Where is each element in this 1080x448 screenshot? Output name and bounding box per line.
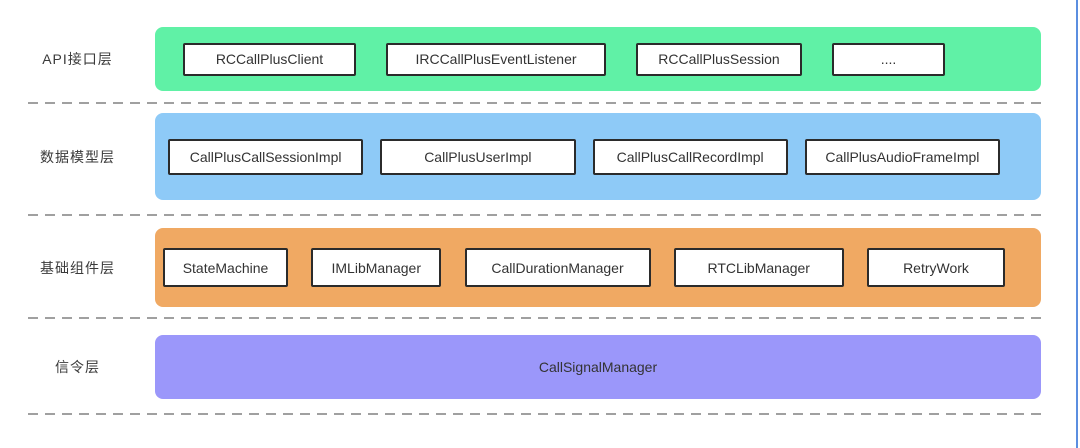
layer-divider	[28, 102, 1042, 104]
layer-row-data-model: 数据模型层 CallPlusCallSessionImpl CallPlusUs…	[0, 113, 1080, 200]
layer-divider	[28, 317, 1042, 319]
component-box-irccallpluseventlistener: IRCCallPlusEventListener	[386, 42, 606, 76]
component-box-callpluscallrecordimpl: CallPlusCallRecordImpl	[592, 138, 788, 175]
layer-label-signaling: 信令层	[55, 359, 100, 375]
layer-row-api: API接口层 RCCallPlusClient IRCCallPlusEvent…	[0, 27, 1080, 91]
component-box-callplusaudioframeimpl: CallPlusAudioFrameImpl	[804, 138, 1000, 175]
layer-label-api: API接口层	[42, 51, 113, 67]
component-box-callpluscallsessionimpl: CallPlusCallSessionImpl	[168, 138, 364, 175]
component-box-rtclibmanager: RTCLibManager	[673, 248, 844, 287]
component-box-rccallplussession: RCCallPlusSession	[636, 42, 802, 76]
component-box-calldurationmanager: CallDurationManager	[464, 248, 651, 287]
layer-band-signaling: CallSignalManager	[155, 335, 1041, 399]
layer-label-data-model: 数据模型层	[40, 148, 115, 165]
component-box-statemachine: StateMachine	[163, 248, 288, 287]
component-box-ellipsis: ....	[832, 42, 945, 76]
layer-band-api: RCCallPlusClient IRCCallPlusEventListene…	[155, 27, 1041, 91]
layer-row-signaling: 信令层 CallSignalManager	[0, 335, 1080, 399]
component-box-rccallplusclient: RCCallPlusClient	[183, 42, 356, 76]
layer-row-base-components: 基础组件层 StateMachine IMLibManager CallDura…	[0, 228, 1080, 307]
layer-label-base-components: 基础组件层	[40, 259, 115, 276]
component-box-retrywork: RetryWork	[867, 248, 1005, 287]
layer-band-data-model: CallPlusCallSessionImpl CallPlusUserImpl…	[155, 113, 1041, 200]
layer-divider	[28, 214, 1042, 216]
layer-divider	[28, 413, 1042, 415]
component-box-imlibmanager: IMLibManager	[311, 248, 442, 287]
layer-band-base-components: StateMachine IMLibManager CallDurationMa…	[155, 228, 1041, 307]
component-box-callplususerimpl: CallPlusUserImpl	[380, 138, 576, 175]
component-text-callsignalmanager: CallSignalManager	[538, 359, 658, 375]
page-right-border	[1076, 0, 1078, 448]
